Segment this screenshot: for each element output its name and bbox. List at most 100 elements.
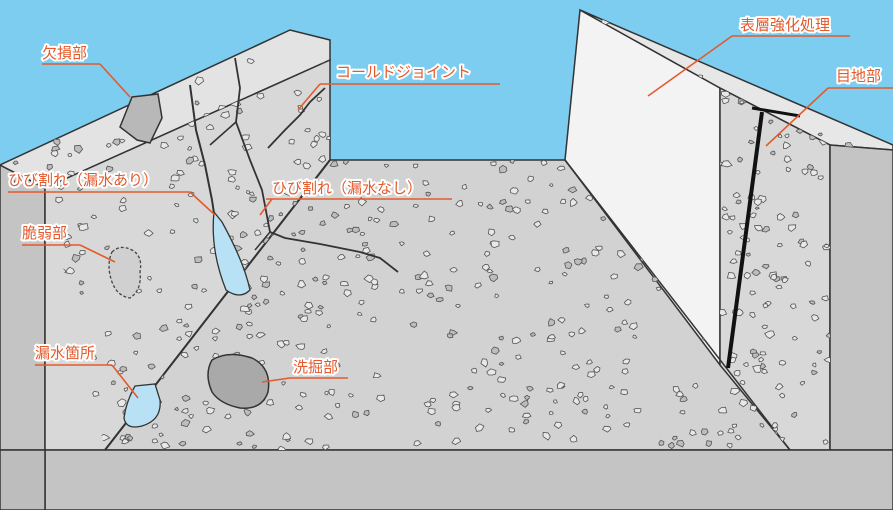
aggregate-stone (70, 105, 78, 110)
aggregate-stone (49, 85, 55, 90)
aggregate-stone (203, 401, 209, 405)
aggregate-stone (740, 101, 744, 104)
aggregate-stone (17, 77, 22, 81)
aggregate-stone (305, 129, 311, 132)
aggregate-stone (127, 88, 133, 93)
aggregate-stone (0, 49, 4, 53)
aggregate-stone (84, 64, 90, 70)
aggregate-stone (499, 336, 504, 340)
aggregate-stone (177, 337, 182, 341)
aggregate-stone (535, 267, 541, 271)
aggregate-stone (157, 289, 162, 293)
aggregate-stone (429, 216, 435, 222)
aggregate-stone (19, 116, 27, 121)
aggregate-stone (462, 184, 467, 189)
aggregate-stone (364, 410, 370, 415)
aggregate-stone (472, 368, 477, 373)
aggregate-stone (827, 37, 833, 42)
label-text-cold-joint: コールドジョイント (336, 63, 471, 81)
aggregate-stone (160, 78, 168, 84)
aggregate-stone (47, 121, 53, 127)
aggregate-stone (592, 250, 599, 256)
aggregate-stone (553, 400, 557, 403)
aggregate-stone (400, 289, 405, 293)
aggregate-stone (177, 319, 182, 323)
aggregate-stone (144, 35, 152, 41)
aggregate-stone (436, 298, 443, 302)
aggregate-stone (0, 32, 3, 37)
aggregate-stone (109, 44, 114, 49)
aggregate-stone (736, 200, 741, 204)
aggregate-stone (583, 397, 588, 402)
aggregate-stone (352, 411, 358, 417)
aggregate-stone (623, 359, 629, 364)
aggregate-stone (68, 98, 75, 104)
aggregate-stone (777, 244, 782, 247)
aggregate-stone (5, 34, 14, 40)
aggregate-stone (12, 127, 19, 133)
aggregate-stone (498, 377, 506, 383)
aggregate-stone (236, 186, 240, 190)
aggregate-stone (90, 61, 96, 66)
aggregate-stone (509, 428, 515, 433)
aggregate-stone (336, 404, 340, 408)
aggregate-stone (153, 86, 159, 91)
aggregate-stone (49, 103, 54, 107)
left-wall-outer-face (0, 165, 45, 450)
aggregate-stone (327, 325, 331, 328)
aggregate-stone (735, 251, 741, 255)
aggregate-stone (228, 176, 235, 182)
aggregate-stone (120, 367, 127, 372)
aggregate-stone (740, 380, 745, 384)
aggregate-stone (53, 66, 61, 72)
label-text-scour: 洗掘部 (293, 358, 338, 376)
aggregate-stone (61, 101, 68, 107)
aggregate-stone (771, 274, 777, 280)
base-slab (45, 450, 893, 510)
aggregate-stone (803, 50, 811, 57)
aggregate-stone (882, 78, 889, 82)
aggregate-stone (491, 162, 496, 166)
aggregate-stone (169, 184, 174, 189)
aggregate-stone (356, 255, 360, 258)
aggregate-stone (823, 440, 828, 444)
aggregate-stone (341, 281, 349, 286)
aggregate-stone (763, 304, 768, 308)
aggregate-stone (547, 388, 554, 392)
aggregate-stone (734, 371, 740, 377)
aggregate-stone (208, 36, 216, 42)
aggregate-stone (323, 281, 327, 285)
aggregate-stone (699, 11, 705, 16)
aggregate-stone (39, 62, 46, 68)
aggregate-stone (145, 89, 151, 94)
aggregate-stone (262, 282, 270, 288)
aggregate-stone (792, 212, 799, 218)
aggregate-stone (549, 281, 553, 284)
aggregate-stone (810, 170, 817, 176)
leader-missing-part (100, 64, 130, 97)
aggregate-stone (170, 230, 175, 234)
label-missing-part: 欠損部 (42, 44, 130, 97)
aggregate-stone (147, 71, 154, 76)
label-text-crack-noleak: ひび割れ（漏水なし） (272, 179, 422, 197)
aggregate-stone (141, 87, 147, 91)
aggregate-stone (57, 72, 65, 77)
label-text-leak-point: 漏水箇所 (35, 344, 95, 362)
aggregate-stone (101, 93, 105, 96)
aggregate-stone (112, 381, 116, 385)
aggregate-stone (840, 30, 845, 35)
aggregate-stone (758, 10, 764, 15)
aggregate-stone (656, 287, 661, 290)
aggregate-stone (165, 43, 173, 50)
aggregate-stone (65, 102, 73, 108)
aggregate-stone (210, 58, 216, 64)
aggregate-stone (80, 291, 84, 294)
aggregate-stone (177, 136, 183, 140)
aggregate-stone (97, 55, 104, 60)
aggregate-stone (68, 153, 72, 156)
aggregate-stone (604, 295, 608, 298)
aggregate-stone (305, 309, 311, 313)
aggregate-stone (721, 60, 728, 65)
aggregate-stone (779, 360, 786, 365)
aggregate-stone (17, 105, 22, 108)
